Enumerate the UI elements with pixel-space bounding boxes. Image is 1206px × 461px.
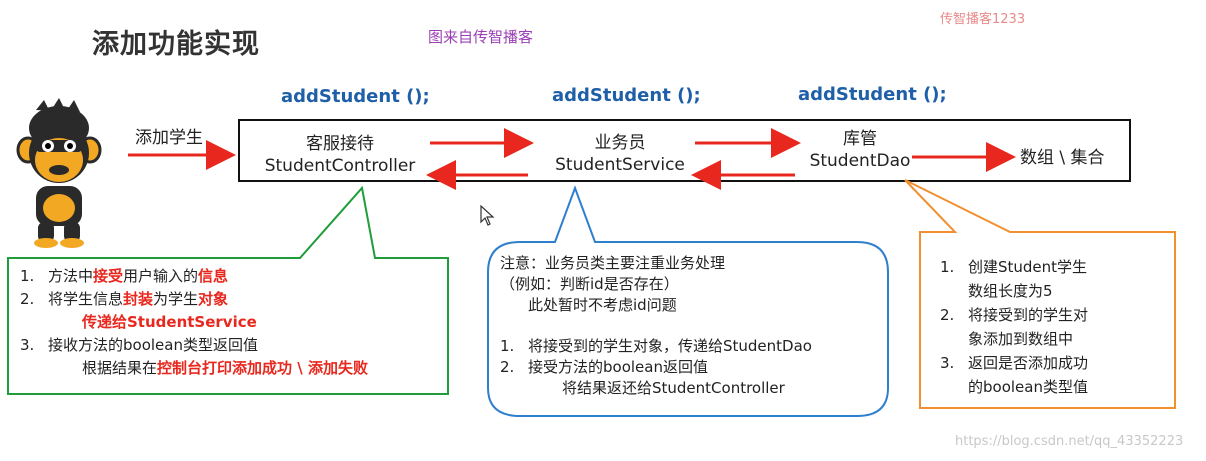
list-number: 1. [500, 337, 515, 355]
watermark-bottom: https://blog.csdn.net/qq_43352223 [955, 434, 1184, 449]
highlight-text: 控制台打印添加成功 \ 添加失败 [157, 359, 368, 377]
list-number: 1. [20, 267, 35, 285]
list-number [20, 311, 48, 334]
list-number: 3. [940, 354, 955, 372]
monkey-mascot-icon [16, 98, 102, 248]
list-number [500, 378, 528, 399]
plain-text: 接收方法的boolean类型返回值 [48, 336, 258, 354]
service-callout-shape [487, 185, 889, 417]
list-text: 方法中接受用户输入的信息 [48, 265, 228, 288]
watermark-top: 传智播客1233 [940, 12, 1026, 27]
list-text: 将接受到的学生对象，传递给StudentDao [528, 337, 812, 355]
controller-callout-item: 1. 方法中接受用户输入的信息 [20, 265, 450, 288]
method-label-controller: addStudent (); [281, 86, 430, 107]
controller-node: 客服接待 StudentController [250, 133, 430, 177]
list-text: 将结果返还给StudentController [562, 379, 785, 397]
dao-callout-item: 1. 创建Student学生数组长度为5 [940, 255, 1160, 303]
plain-text: 将学生信息 [48, 290, 124, 308]
list-text: 将接受到的学生对象添加到数组中 [968, 303, 1088, 351]
list-text: 返回是否添加成功的boolean类型值 [968, 351, 1088, 399]
plain-text: 用户输入的 [123, 267, 199, 285]
highlight-text: 接受 [93, 267, 124, 285]
list-line: 将接受到的学生对 [968, 306, 1089, 324]
list-text: 创建Student学生数组长度为5 [968, 255, 1087, 303]
service-node: 业务员 StudentService [540, 132, 700, 176]
list-text: 接收方法的boolean类型返回值 [48, 334, 258, 357]
controller-callout-item: 传递给StudentService [20, 311, 450, 334]
storage-node: 数组 \ 集合 [1020, 148, 1105, 168]
source-caption: 图来自传智播客 [428, 28, 534, 46]
list-number: 2. [500, 358, 515, 376]
service-note-line3: 此处暂时不考虑id问题 [528, 296, 677, 314]
controller-role: 客服接待 [306, 134, 374, 154]
dao-callout-item: 3. 返回是否添加成功的boolean类型值 [940, 351, 1160, 399]
dao-callout-shape [904, 179, 1176, 409]
service-callout-list: 1. 将接受到的学生对象，传递给StudentDao 2. 接受方法的boolean返… [500, 336, 890, 399]
highlight-text: 对象 [198, 290, 229, 308]
dao-class: StudentDao [809, 151, 911, 171]
list-number: 1. [940, 258, 955, 276]
controller-callout-shape [7, 185, 449, 395]
plain-text: 根据结果在 [82, 359, 158, 377]
list-number: 2. [940, 306, 955, 324]
list-text: 传递给StudentService [48, 311, 257, 334]
list-text: 根据结果在控制台打印添加成功 \ 添加失败 [48, 357, 368, 380]
dao-role: 库管 [843, 129, 877, 149]
service-role: 业务员 [594, 133, 646, 153]
dao-callout-item: 2. 将接受到的学生对象添加到数组中 [940, 303, 1160, 351]
method-label-dao: addStudent (); [798, 84, 947, 105]
list-number: 3. [20, 336, 35, 354]
list-number [20, 357, 48, 380]
dao-node: 库管 StudentDao [795, 128, 925, 172]
method-label-service: addStudent (); [552, 85, 701, 106]
list-line: 返回是否添加成功 [968, 354, 1089, 372]
controller-callout-item: 3. 接收方法的boolean类型返回值 [20, 334, 450, 357]
plain-text: 方法中 [48, 267, 94, 285]
page-title: 添加功能实现 [92, 29, 260, 60]
flow-box [238, 119, 1131, 182]
list-text: 接受方法的boolean返回值 [528, 358, 708, 376]
service-callout: 注意：业务员类主要注重业务处理 （例如：判断id是否存在） 此处暂时不考虑id问… [500, 253, 890, 399]
controller-class: StudentController [264, 156, 416, 176]
highlight-text: 传递给StudentService [82, 313, 257, 331]
list-number: 2. [20, 290, 35, 308]
controller-callout: 1. 方法中接受用户输入的信息 2. 将学生信息封装为学生对象传递给StudentSe… [20, 265, 450, 380]
service-callout-item: 1. 将接受到的学生对象，传递给StudentDao [500, 336, 890, 357]
service-note-line2: （例如：判断id是否存在） [500, 275, 679, 293]
list-line: 的boolean类型值 [968, 378, 1088, 396]
mouse-cursor-icon [480, 205, 495, 226]
list-line: 创建Student学生 [968, 258, 1088, 276]
dao-callout: 1. 创建Student学生数组长度为5 2. 将接受到的学生对象添加到数组中 3. 返回… [940, 255, 1160, 399]
list-text: 将学生信息封装为学生对象 [48, 288, 228, 311]
controller-callout-item: 2. 将学生信息封装为学生对象 [20, 288, 450, 311]
plain-text: 为学生 [153, 290, 199, 308]
highlight-text: 信息 [198, 267, 229, 285]
service-note-line1: 注意：业务员类主要注重业务处理 [500, 254, 726, 272]
service-class: StudentService [555, 155, 685, 175]
controller-callout-item: 根据结果在控制台打印添加成功 \ 添加失败 [20, 357, 450, 380]
list-line: 象添加到数组中 [968, 330, 1074, 348]
highlight-text: 封装 [123, 290, 154, 308]
user-action-label: 添加学生 [135, 128, 203, 148]
list-line: 数组长度为5 [968, 282, 1053, 300]
service-callout-item: 将结果返还给StudentController [500, 378, 890, 399]
service-callout-item: 2. 接受方法的boolean返回值 [500, 357, 890, 378]
